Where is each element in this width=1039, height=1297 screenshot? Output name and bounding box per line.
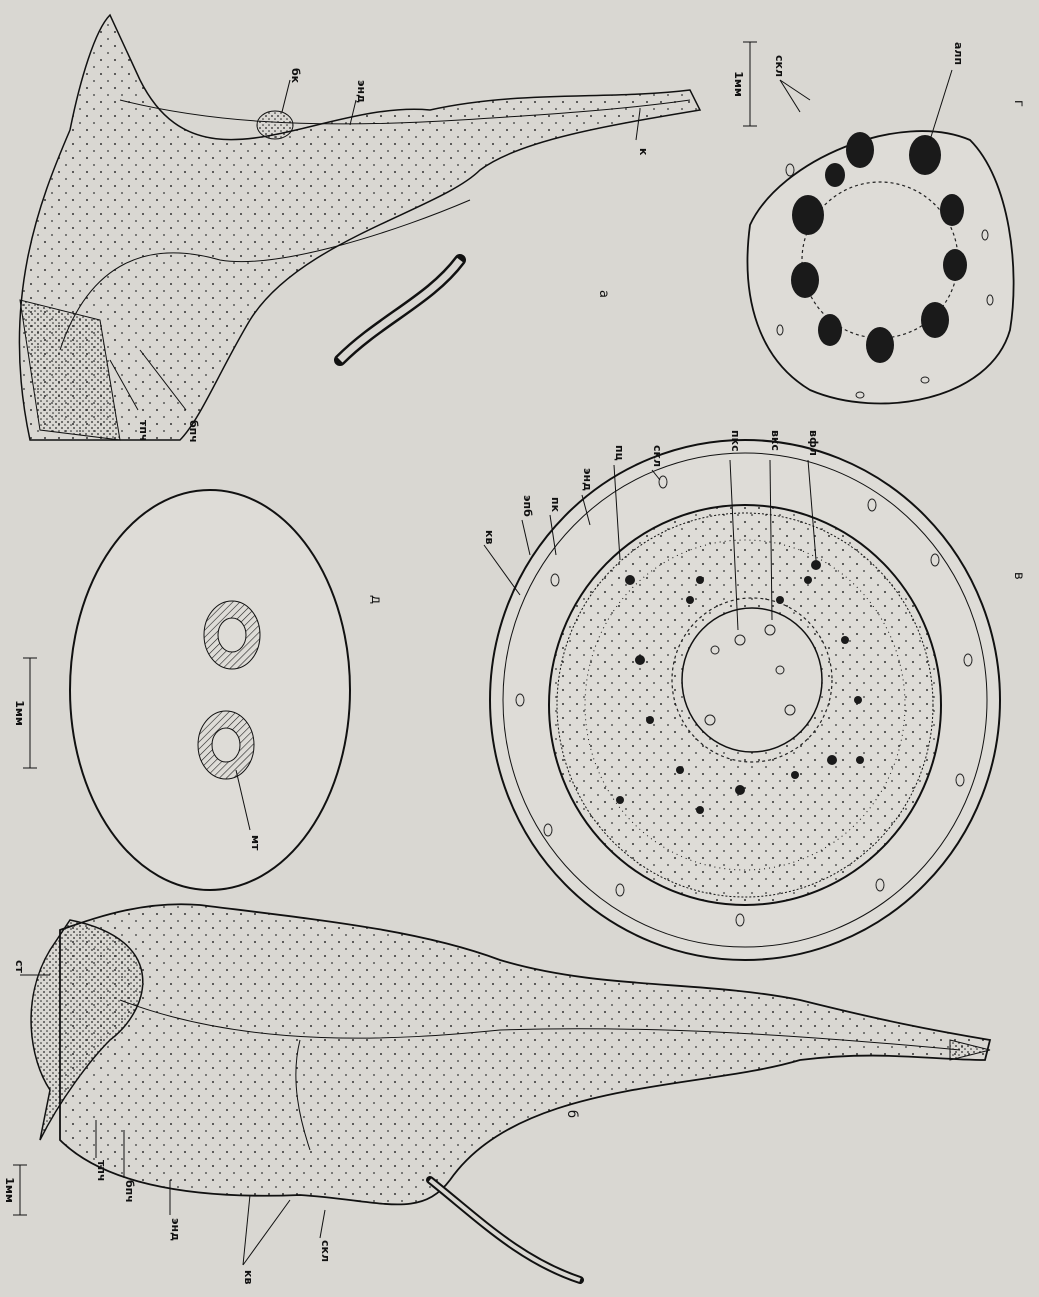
figure-v-label-pk: пк [549, 497, 562, 513]
figure-g: скл алп г [748, 42, 1027, 404]
figure-d-caption: д [368, 595, 383, 604]
figure-v-label-kv: кв [483, 530, 496, 544]
figure-b-label-tpch: тпч [95, 1160, 108, 1182]
figure-d-label-mt: мт [249, 835, 262, 851]
scale-bar-bottom-label: 1мм [3, 1177, 16, 1203]
scale-bar-right: 1мм [732, 42, 757, 126]
figure-b-label-bpch: бпч [123, 1180, 136, 1203]
figure-g-label-alp: алп [952, 42, 965, 65]
figure-b-label-st: ст [13, 960, 26, 974]
figure-g-label-skl: скл [773, 55, 786, 77]
figure-d: мт д [70, 490, 383, 890]
figure-b-label-kv: кв [242, 1270, 255, 1284]
figure-v-pith [682, 608, 822, 752]
figure-a-outline [19, 15, 700, 440]
figure-v-label-skl: скл [651, 445, 664, 467]
figure-v: кв эпб пк энд пц скл пкс вкс вфл в [483, 430, 1026, 960]
figure-b: ст тпч бпч энд кв скл б [13, 904, 990, 1284]
figure-g-caption: г [1011, 100, 1026, 107]
scale-bar-bottom: 1мм [3, 1165, 27, 1215]
figure-a-bk-node [257, 111, 293, 139]
scale-bar-middle-label: 1мм [13, 700, 26, 726]
scale-bar-middle: 1мм [13, 658, 37, 768]
figure-v-label-pks: пкс [729, 430, 742, 452]
figure-a-label-bpch: бпч [187, 420, 200, 443]
figure-b-label-end: энд [169, 1218, 182, 1241]
scale-bar-right-label: 1мм [732, 71, 745, 97]
figure-a: бк энд к тпч бпч а [19, 15, 700, 443]
figure-v-label-pc: пц [613, 445, 626, 461]
figure-v-label-epb: эпб [521, 495, 534, 517]
figure-a-label-tpch: тпч [137, 420, 150, 442]
figure-a-caption: а [596, 290, 611, 298]
figure-b-label-skl: скл [319, 1240, 332, 1262]
figure-v-label-vfl: вфл [807, 430, 820, 456]
figure-v-label-end: энд [581, 468, 594, 491]
figure-a-label-end: энд [355, 80, 368, 103]
figure-a-label-k: к [637, 148, 650, 156]
figure-b-caption: б [564, 1110, 579, 1118]
figure-d-outline [70, 490, 350, 890]
figure-a-label-bk: бк [289, 68, 302, 84]
figure-v-label-vks: вкс [769, 430, 782, 451]
figure-v-caption: в [1011, 572, 1026, 580]
